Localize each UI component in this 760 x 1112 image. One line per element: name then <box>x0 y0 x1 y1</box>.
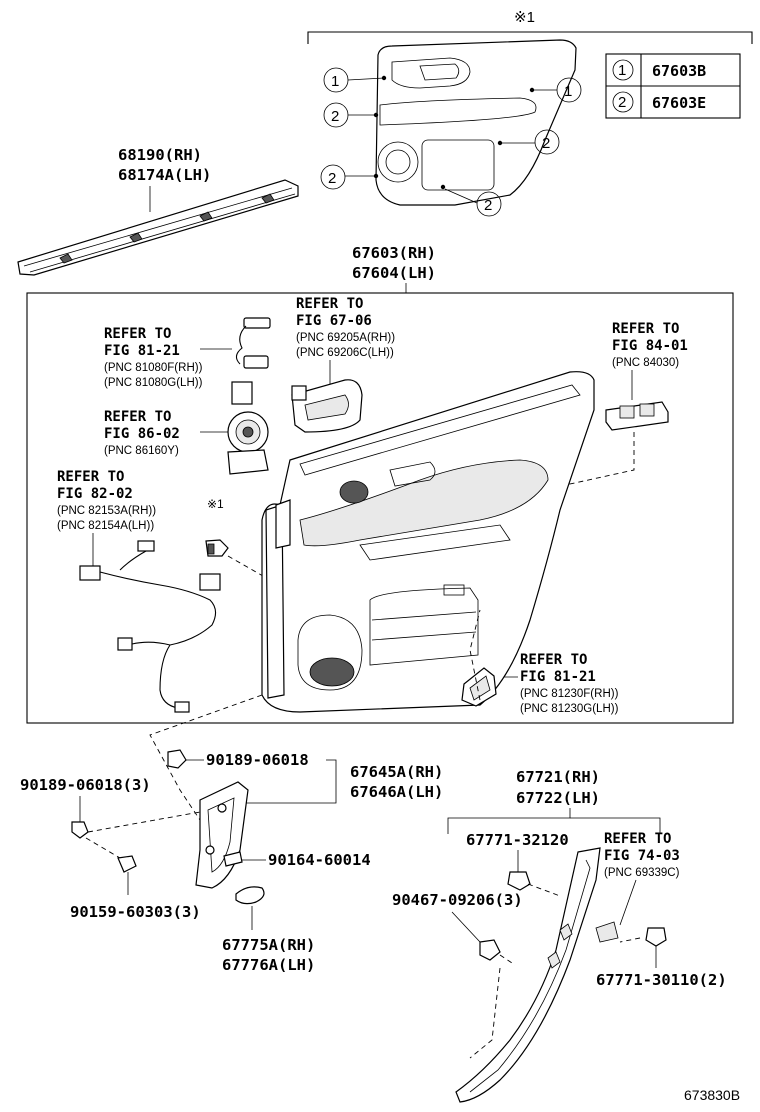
table-row-1-num: 1 <box>618 62 626 79</box>
door-bracket <box>195 781 249 889</box>
table-row-2-num: 2 <box>618 94 626 111</box>
power-window-switch <box>605 401 669 431</box>
part-number: 67721(RH) <box>516 768 600 786</box>
belt-molding <box>17 179 299 276</box>
part-number: 90189-06018(3) <box>20 776 151 794</box>
inset-panel-clip-detail <box>373 39 577 206</box>
svg-text:REFER TO: REFER TO <box>104 409 171 425</box>
clip-point <box>373 173 379 179</box>
part-number: 90159-60303(3) <box>70 903 201 921</box>
part-number: 90164-60014 <box>268 851 371 869</box>
belt-molding-group: 68190(RH) 68174A(LH) <box>17 146 299 276</box>
part-number: 68174A(LH) <box>118 166 211 184</box>
svg-text:(PNC 69206C(LH)): (PNC 69206C(LH)) <box>296 347 394 359</box>
svg-text:FIG 84-01: FIG 84-01 <box>612 338 688 354</box>
svg-text:(PNC 84030): (PNC 84030) <box>612 357 679 369</box>
note-mark: ※1 <box>514 9 535 26</box>
clip-point <box>440 184 446 190</box>
ref-fig-82-02: REFER TO FIG 82-02 (PNC 82153A(RH)) (PNC… <box>57 469 156 568</box>
svg-text:(PNC 81230F(RH)): (PNC 81230F(RH)) <box>520 688 619 700</box>
svg-text:REFER TO: REFER TO <box>57 469 124 485</box>
svg-text:FIG 67-06: FIG 67-06 <box>296 313 372 329</box>
panel-clip <box>205 539 229 557</box>
part-number: 67771-32120 <box>466 831 569 849</box>
svg-text:(PNC 69205A(RH)): (PNC 69205A(RH)) <box>296 332 395 344</box>
door-trim-panel <box>261 371 595 713</box>
ref-fig-81-21-bottom: REFER TO FIG 81-21 (PNC 81230F(RH)) (PNC… <box>492 652 619 715</box>
part-number: 67645A(RH) <box>350 763 443 781</box>
callout-1: 1 <box>564 83 572 100</box>
table-row-1-part: 67603B <box>652 62 706 80</box>
note-bracket: ※1 <box>307 9 753 44</box>
part-number: 67646A(LH) <box>350 783 443 801</box>
part-number: 67771-30110(2) <box>596 971 727 989</box>
wire-81-21 <box>235 317 271 369</box>
svg-text:(PNC 82154A(LH)): (PNC 82154A(LH)) <box>57 520 154 532</box>
clip-part-table: 1 67603B 2 67603E <box>605 53 741 119</box>
sill-trim-assembly: 67721(RH) 67722(LH) 67771-32120 REFER TO… <box>392 768 727 1103</box>
svg-text:FIG 74-03: FIG 74-03 <box>604 848 680 864</box>
svg-text:REFER TO: REFER TO <box>604 831 671 847</box>
ref-fig-86-02: REFER TO FIG 86-02 (PNC 86160Y) <box>104 409 228 457</box>
part-number: 67776A(LH) <box>222 956 315 974</box>
figure-id: 673830B <box>684 1087 740 1103</box>
svg-text:FIG 81-21: FIG 81-21 <box>520 669 596 685</box>
svg-text:REFER TO: REFER TO <box>612 321 679 337</box>
callout-2: 2 <box>331 108 339 125</box>
part-number: 90189-06018 <box>206 751 309 769</box>
svg-text:(PNC 81080F(RH)): (PNC 81080F(RH)) <box>104 362 203 374</box>
svg-text:(PNC 86160Y): (PNC 86160Y) <box>104 445 179 457</box>
bracket-assembly: 90189-06018 67645A(RH) 67646A(LH) 90189-… <box>20 749 443 974</box>
svg-text:REFER TO: REFER TO <box>296 296 363 312</box>
wire-harness <box>79 540 221 713</box>
ref-fig-81-21-top: REFER TO FIG 81-21 (PNC 81080F(RH)) (PNC… <box>104 326 232 389</box>
scuff-plate <box>455 847 601 1103</box>
svg-text:REFER TO: REFER TO <box>520 652 587 668</box>
svg-text:(PNC 82153A(RH)): (PNC 82153A(RH)) <box>57 505 156 517</box>
callout-2: 2 <box>484 197 492 214</box>
svg-text:REFER TO: REFER TO <box>104 326 171 342</box>
panel-assembly-frame <box>26 292 734 724</box>
bracket-cover <box>235 886 265 905</box>
svg-text:FIG 81-21: FIG 81-21 <box>104 343 180 359</box>
callout-1: 1 <box>331 73 339 90</box>
table-row-2-part: 67603E <box>652 94 706 112</box>
inset-callouts: 1 2 1 2 2 2 <box>320 67 582 217</box>
svg-text:(PNC 81080G(LH)): (PNC 81080G(LH)) <box>104 377 203 389</box>
ref-fig-74-03: REFER TO FIG 74-03 (PNC 69339C) <box>595 831 680 943</box>
part-number: 67775A(RH) <box>222 936 315 954</box>
ref-fig-67-06: REFER TO FIG 67-06 (PNC 69205A(RH)) (PNC… <box>296 296 395 388</box>
inside-handle <box>291 379 363 433</box>
clip-point <box>529 87 535 93</box>
svg-text:(PNC 69339C): (PNC 69339C) <box>604 867 680 879</box>
svg-text:FIG 86-02: FIG 86-02 <box>104 426 180 442</box>
part-number: 90467-09206(3) <box>392 891 523 909</box>
courtesy-lamp <box>461 667 497 707</box>
part-number: 67603(RH) <box>352 244 436 262</box>
part-number: 67722(LH) <box>516 789 600 807</box>
note-mark-small: ※1 <box>207 497 224 511</box>
callout-2: 2 <box>542 135 550 152</box>
callout-2: 2 <box>328 170 336 187</box>
part-number: 67604(LH) <box>352 264 436 282</box>
ref-fig-84-01: REFER TO FIG 84-01 (PNC 84030) <box>612 321 688 400</box>
part-number: 68190(RH) <box>118 146 202 164</box>
svg-text:(PNC 81230G(LH)): (PNC 81230G(LH)) <box>520 703 619 715</box>
svg-text:FIG 82-02: FIG 82-02 <box>57 486 133 502</box>
speaker <box>227 381 269 475</box>
clip-point <box>497 140 503 146</box>
